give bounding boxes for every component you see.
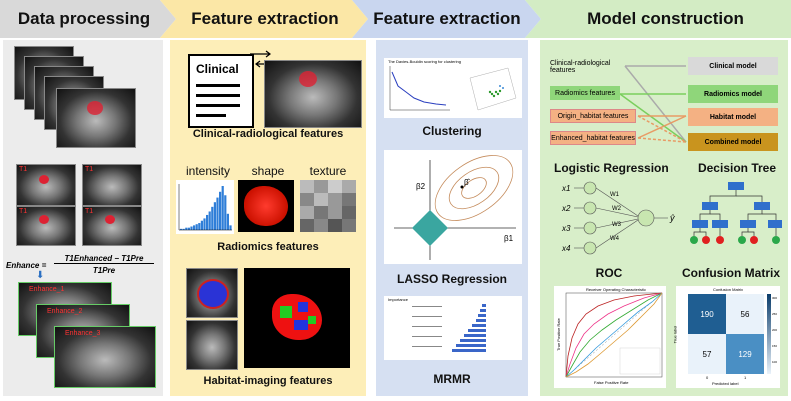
input-clinical-radiological: Clinical-radiological features [550, 60, 611, 74]
input-origin-habitat: Origin_habitat features [550, 109, 636, 123]
histogram-bar [203, 218, 206, 230]
svg-text:x4: x4 [561, 244, 571, 253]
texture-title: texture [309, 164, 347, 178]
mrmr-label: MRMR [433, 372, 471, 386]
header-data-processing: Data processing [17, 9, 151, 28]
habitat-cluster-image [244, 268, 350, 368]
cm-cell-1-1: 129 [726, 334, 764, 374]
histogram-bar [182, 228, 185, 230]
svg-text:W2: W2 [612, 206, 622, 212]
cm-cell-1-0: 57 [688, 334, 726, 374]
roc-plot: Receiver Operating Characteristic False … [554, 286, 666, 388]
histogram-bar [229, 225, 232, 230]
decision-tree-label: Decision Tree [697, 161, 777, 175]
clinical-document-icon: Clinical [188, 54, 254, 128]
t1-image-2: T1 [82, 164, 142, 206]
t1-image-1: T1 [16, 164, 76, 206]
output-habitat-model: Habitat model [688, 108, 778, 126]
histogram-bar [193, 225, 196, 230]
decision-tree-diagram [690, 182, 782, 244]
habitat-source-image [186, 320, 238, 370]
histogram-bar [190, 226, 193, 230]
input-radiomics: Radiomics features [550, 86, 620, 100]
output-radiomics-model: Radiomics model [688, 85, 778, 103]
svg-text:ŷ: ŷ [669, 213, 675, 223]
shape-title: shape [251, 164, 285, 178]
clustering-plot: The Davies-Bouldin scoring for clusterin… [384, 58, 522, 118]
clustering-label: Clustering [422, 124, 482, 138]
histogram-bar [200, 220, 203, 230]
habitat-segmentation-image [186, 268, 238, 318]
cm-cell-0-0: 190 [688, 294, 726, 334]
header-banner [0, 0, 791, 38]
roc-label: ROC [595, 266, 623, 280]
t1-image-3: T1 [16, 206, 76, 246]
header-bg-feature-extraction-1 [160, 0, 368, 38]
svg-text:x2: x2 [561, 204, 571, 213]
header-bg-model-construction [525, 0, 791, 38]
svg-text:x1: x1 [561, 184, 570, 193]
svg-text:x3: x3 [561, 224, 571, 233]
down-arrow-icon: ⬇ [36, 270, 45, 281]
enhance-stack: Enhance_1 Enhance_2 Enhance_3 [18, 282, 158, 392]
confusion-matrix-plot: Confusion Matrix 190 56 57 129 0 1 Predi… [672, 286, 780, 388]
intensity-histogram [176, 180, 234, 234]
enhance-formula: Enhance = T1Enhanced − T1Pre T1Pre [6, 254, 162, 276]
histogram-bar [185, 227, 188, 230]
histogram-bar [224, 195, 227, 230]
cm-cell-0-1: 56 [726, 294, 764, 334]
histogram-bar [211, 206, 214, 230]
mri-stack [14, 46, 154, 148]
histogram-bar [198, 223, 201, 230]
clinical-mri-image [264, 60, 362, 128]
histogram-bar [221, 186, 224, 230]
logistic-regression-diagram: x1 x2 x3 x4 W1 W2 W3 W4 ŷ [561, 181, 675, 255]
shape-image [238, 180, 294, 232]
svg-text:W1: W1 [610, 192, 620, 198]
lasso-regression-label: LASSO Regression [396, 272, 508, 286]
histogram-bar [180, 228, 183, 230]
svg-text:W4: W4 [610, 236, 620, 242]
confusion-colorbar [767, 294, 771, 374]
feature-model-connections [619, 65, 687, 143]
intensity-title: intensity [185, 164, 231, 178]
radiomics-features-label: Radiomics features [217, 241, 319, 253]
clinical-radiological-label: Clinical-radiological features [192, 128, 344, 140]
t1-image-4: T1 [82, 206, 142, 246]
histogram-bar [187, 227, 190, 230]
histogram-bar [213, 202, 216, 230]
histogram-bar [195, 224, 198, 230]
svg-text:W3: W3 [612, 222, 622, 228]
logistic-regression-label: Logistic Regression [554, 161, 669, 175]
input-enhanced-habitat: Enhanced_habitat features [550, 131, 636, 145]
histogram-bar [219, 191, 222, 230]
header-bg-data-processing [0, 0, 176, 38]
histogram-bar [226, 213, 229, 230]
habitat-imaging-label: Habitat-imaging features [203, 375, 333, 387]
output-combined-model: Combined model [688, 133, 778, 151]
histogram-bar [208, 211, 211, 230]
header-model-construction: Model construction [587, 9, 744, 28]
header-bg-feature-extraction-2 [352, 0, 541, 38]
histogram-bar [216, 197, 219, 230]
histogram-bar [206, 214, 209, 230]
header-feature-extraction-2: Feature extraction [373, 9, 521, 28]
mrmr-plot: Importance [384, 296, 522, 360]
output-clinical-model: Clinical model [688, 57, 778, 75]
header-feature-extraction-1: Feature extraction [191, 9, 339, 28]
texture-image [300, 180, 356, 232]
lasso-plot: β̂ β2 β1 [384, 150, 522, 264]
confusion-matrix-label: Confusion Matrix [682, 266, 780, 280]
